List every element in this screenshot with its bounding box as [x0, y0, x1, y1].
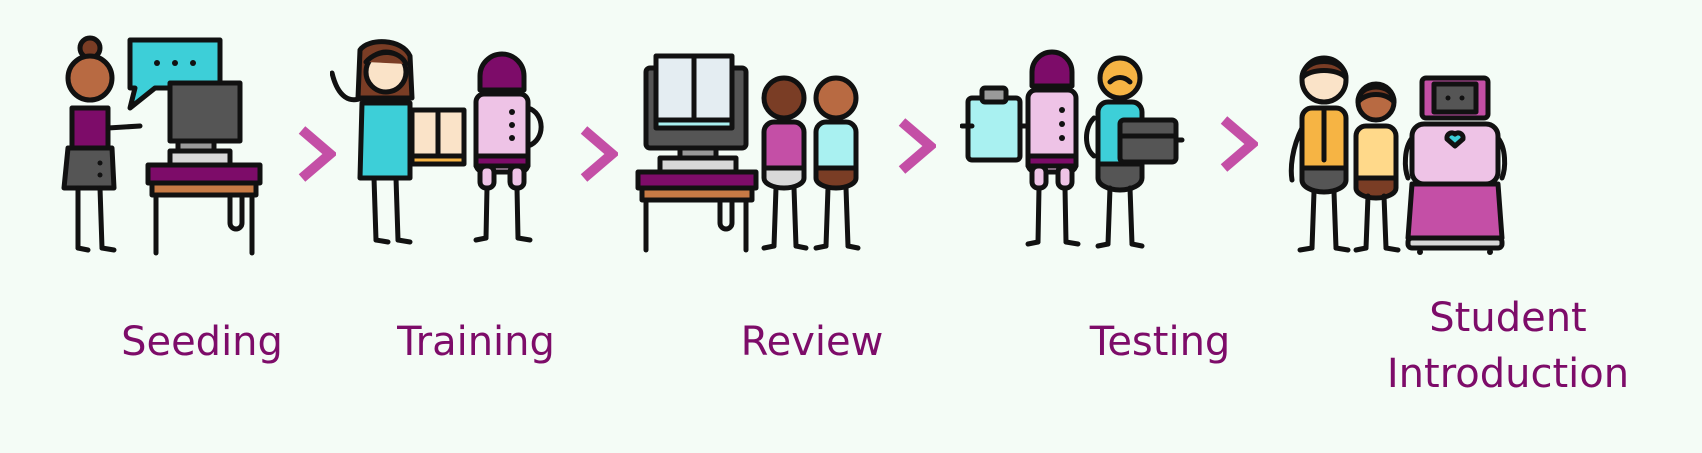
step-label-seeding: Seeding	[121, 319, 283, 365]
chevron-right-icon	[580, 126, 618, 182]
chevron-right-icon	[1220, 116, 1258, 172]
step-label-review: Review	[740, 319, 884, 365]
person-talking-computer-icon	[61, 35, 263, 256]
teacher-book-robot-icon	[330, 39, 544, 245]
students-robot-icon	[1288, 55, 1508, 255]
step-label-testing: Testing	[1089, 319, 1231, 365]
clipboard-robot-person-icon	[960, 49, 1185, 249]
chevron-right-icon	[298, 126, 336, 182]
chevron-right-icon	[898, 118, 936, 174]
step-label-student-introduction: Student Introduction	[1386, 295, 1630, 397]
computer-two-people-icon	[635, 53, 861, 253]
step-label-training: Training	[397, 319, 555, 365]
